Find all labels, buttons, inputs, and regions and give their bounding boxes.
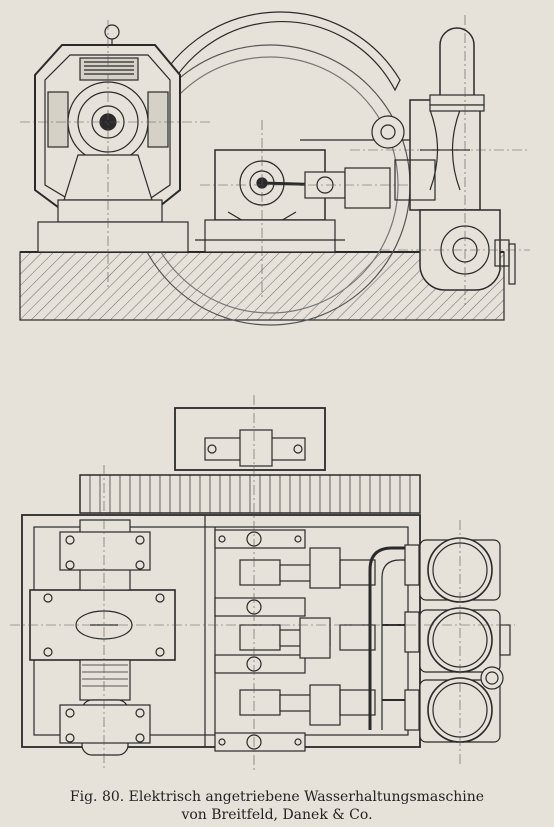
pipe-manifold [368, 546, 420, 730]
caption-line-1: Fig. 80. Elektrisch angetriebene Wasserh… [69, 789, 485, 805]
plan-view [10, 395, 515, 770]
valve-chest [409, 99, 481, 211]
pump-cylinders [419, 537, 511, 743]
air-vessel [439, 27, 475, 101]
figure-caption: Fig. 80. Elektrisch angetriebene Wasserh… [0, 788, 554, 824]
flywheel [149, 11, 401, 112]
caption-line-2: von Breitfeld, Danek & Co. [181, 807, 373, 823]
elevation-view [19, 11, 530, 326]
